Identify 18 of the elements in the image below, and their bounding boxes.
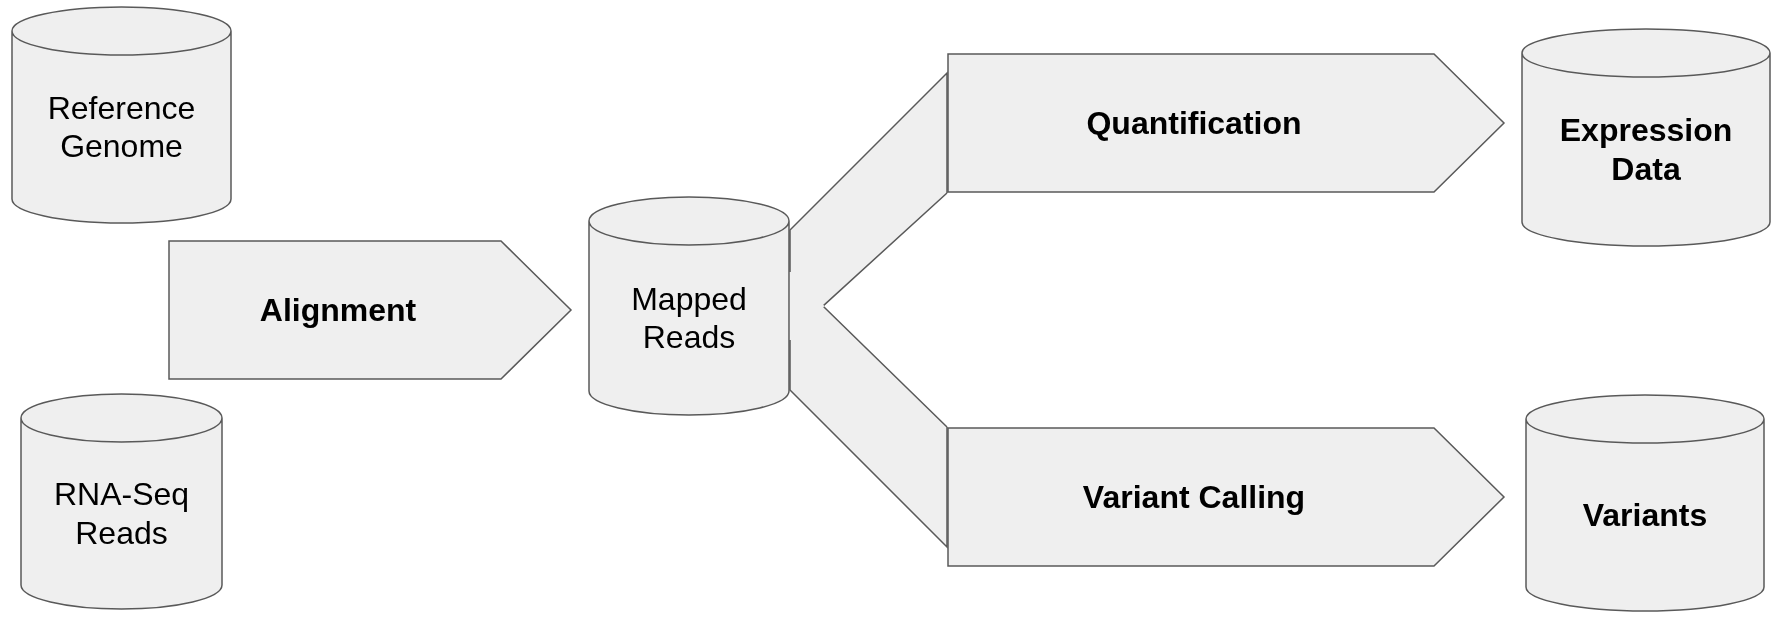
database-cylinder bbox=[11, 6, 232, 224]
node-label: Expression Data bbox=[1558, 111, 1734, 188]
database-cylinder bbox=[588, 196, 790, 416]
process-arrow-shape bbox=[947, 427, 1505, 567]
process-arrow-shape bbox=[947, 53, 1505, 193]
node-label: RNA-Seq Reads bbox=[52, 475, 191, 552]
database-cylinder bbox=[1525, 394, 1765, 612]
node-label: Quantification bbox=[1086, 103, 1302, 143]
node-label: Alignment bbox=[259, 290, 417, 330]
process-arrow-shape bbox=[168, 240, 572, 380]
database-cylinder bbox=[1521, 28, 1771, 247]
connector-band bbox=[789, 305, 948, 549]
node-label: Variants bbox=[1582, 495, 1708, 535]
connector-band bbox=[789, 71, 948, 307]
database-cylinder bbox=[20, 393, 223, 610]
node-label: Variant Calling bbox=[1082, 477, 1306, 517]
node-label: Mapped Reads bbox=[630, 279, 748, 357]
node-label: Reference Genome bbox=[46, 88, 197, 166]
